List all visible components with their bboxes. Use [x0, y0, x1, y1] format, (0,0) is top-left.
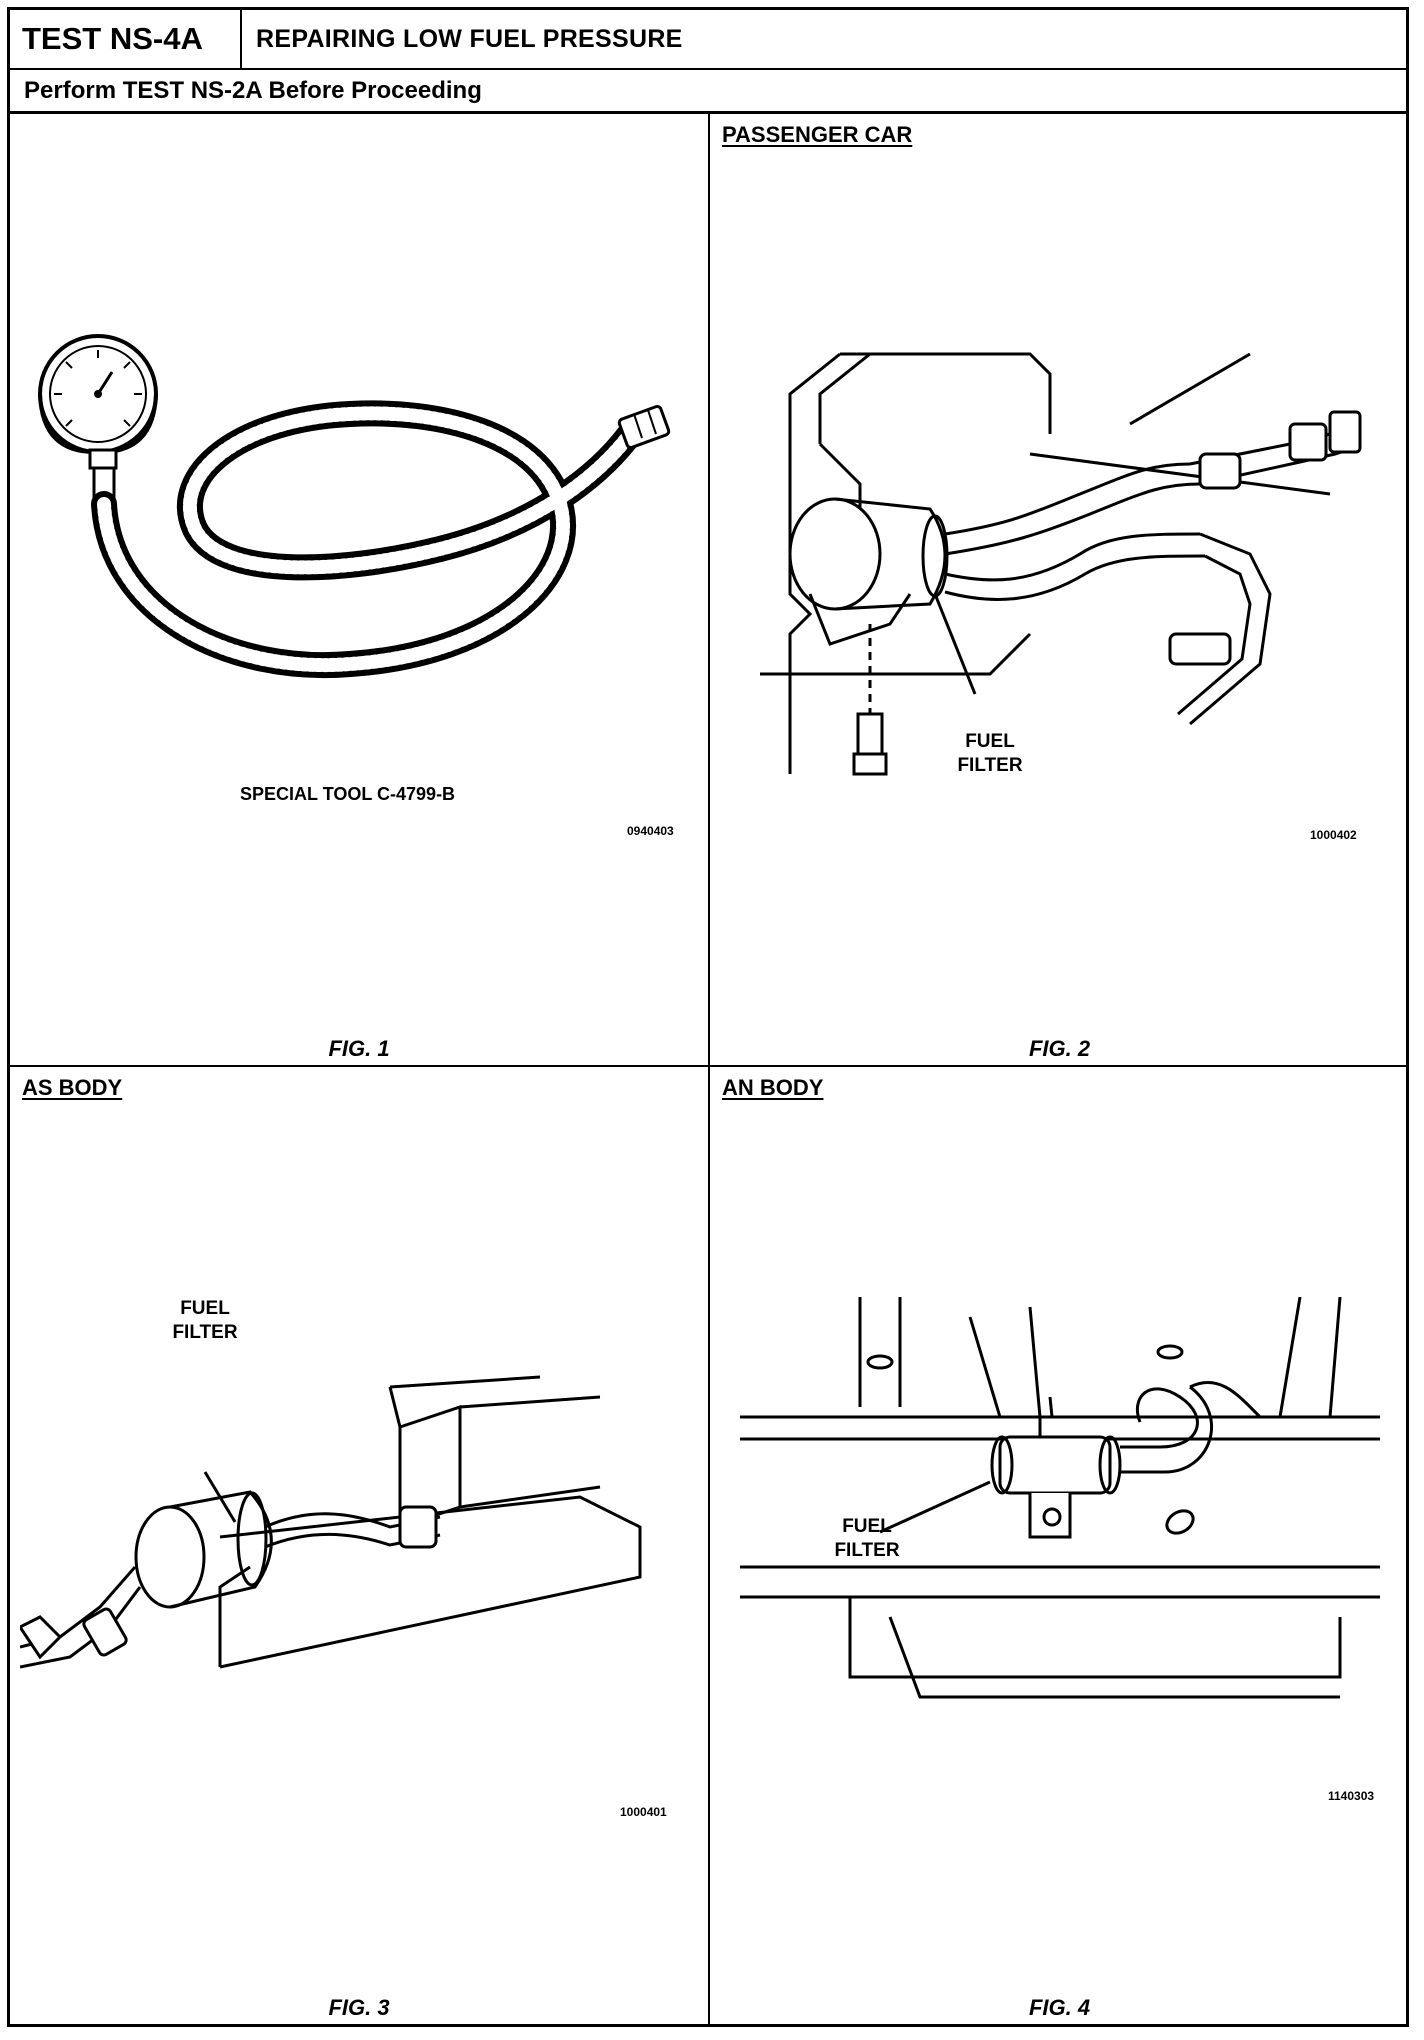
instruction-text: Perform TEST NS-2A Before Proceeding	[24, 77, 482, 104]
figure-2-ref: 1000402	[1310, 828, 1357, 842]
figure-3-callout: FUEL FILTER	[150, 1297, 260, 1345]
panel-divider-vertical	[708, 114, 710, 2024]
callout-line-1: FUEL	[842, 1516, 892, 1537]
figure-2-label: FIG. 2	[1028, 1036, 1091, 1061]
figure-1-label: FIG. 1	[328, 1036, 390, 1061]
figure-4-callout: FUEL FILTER	[812, 1515, 922, 1563]
fuel-line-icon	[740, 1297, 1380, 1699]
figure-3-panel: AS BODY	[10, 1067, 708, 2024]
figure-4-panel: AN BODY	[710, 1067, 1409, 2024]
figure-2-panel: PASSENGER CAR	[710, 114, 1409, 1065]
figure-1-ref: 0940403	[627, 824, 674, 838]
callout-line-2: FILTER	[834, 1540, 900, 1561]
figure-4-ref: 1140303	[1328, 1789, 1375, 1803]
figure-4-label: FIG. 4	[1028, 1995, 1091, 2020]
panel-divider-horizontal	[10, 1065, 1406, 1067]
callout-line-2: FILTER	[957, 755, 1023, 776]
callout-line-1: FUEL	[180, 1298, 230, 1319]
fuel-filter-icon	[760, 352, 1362, 776]
figure-1-caption: SPECIAL TOOL C-4799-B	[240, 784, 456, 804]
pressure-gauge-icon	[38, 334, 671, 678]
header-row: TEST NS-4A REPAIRING LOW FUEL PRESSURE	[10, 10, 1406, 70]
callout-line-1: FUEL	[965, 731, 1015, 752]
figure-3-ref: 1000401	[620, 1805, 667, 1819]
figure-2-heading: PASSENGER CAR	[722, 122, 913, 147]
test-title: REPAIRING LOW FUEL PRESSURE	[256, 25, 683, 53]
figure-2-callout: FUEL FILTER	[930, 730, 1050, 778]
test-id: TEST NS-4A	[10, 10, 242, 68]
instruction-row: Perform TEST NS-2A Before Proceeding	[10, 70, 1406, 114]
frame-rail-icon	[20, 1375, 642, 1669]
figure-1-panel: SPECIAL TOOL C-4799-B 0940403 FIG. 1	[10, 114, 708, 1065]
test-sheet: TEST NS-4A REPAIRING LOW FUEL PRESSURE P…	[7, 7, 1409, 2027]
figure-4-heading: AN BODY	[722, 1075, 824, 1100]
figure-3-heading: AS BODY	[22, 1075, 123, 1100]
figure-3-label: FIG. 3	[328, 1995, 390, 2020]
callout-line-2: FILTER	[172, 1322, 238, 1343]
